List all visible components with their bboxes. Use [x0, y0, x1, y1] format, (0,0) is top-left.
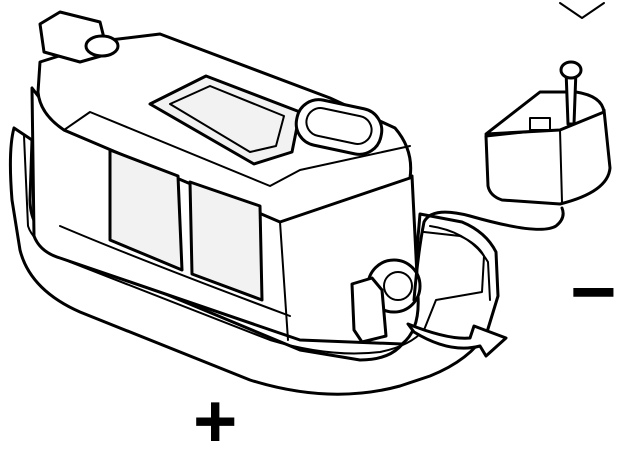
battery-front-window-left — [108, 148, 184, 272]
battery-connector-bracket — [350, 276, 388, 344]
battery-body — [30, 10, 422, 346]
battery-top-ridge — [63, 111, 411, 187]
battery-top-opening — [148, 74, 302, 166]
battery-top-opening-inner — [169, 85, 285, 153]
battery-bottom-ridge — [59, 225, 291, 317]
plug-body-side-line — [559, 129, 563, 203]
corner-diamond-marker — [559, 2, 605, 19]
external-connector-plug — [484, 60, 612, 206]
battery-cable — [412, 206, 565, 302]
battery-side-edge — [279, 221, 289, 341]
negative-polarity-sign: − — [570, 247, 617, 336]
tray-outer-shell — [8, 126, 500, 396]
battery-front-window-right — [188, 180, 264, 302]
plug-label-box — [529, 117, 551, 131]
battery-top-plug-inner — [305, 107, 373, 145]
tray-right-rim — [429, 225, 491, 301]
positive-polarity-sign: + — [193, 379, 238, 464]
plug-pin-knob — [559, 60, 583, 80]
insertion-arrow — [406, 322, 508, 358]
battery-terminal-cap — [84, 34, 120, 58]
battery-connector-port-inner — [383, 271, 413, 301]
battery-top-plug — [294, 98, 384, 156]
